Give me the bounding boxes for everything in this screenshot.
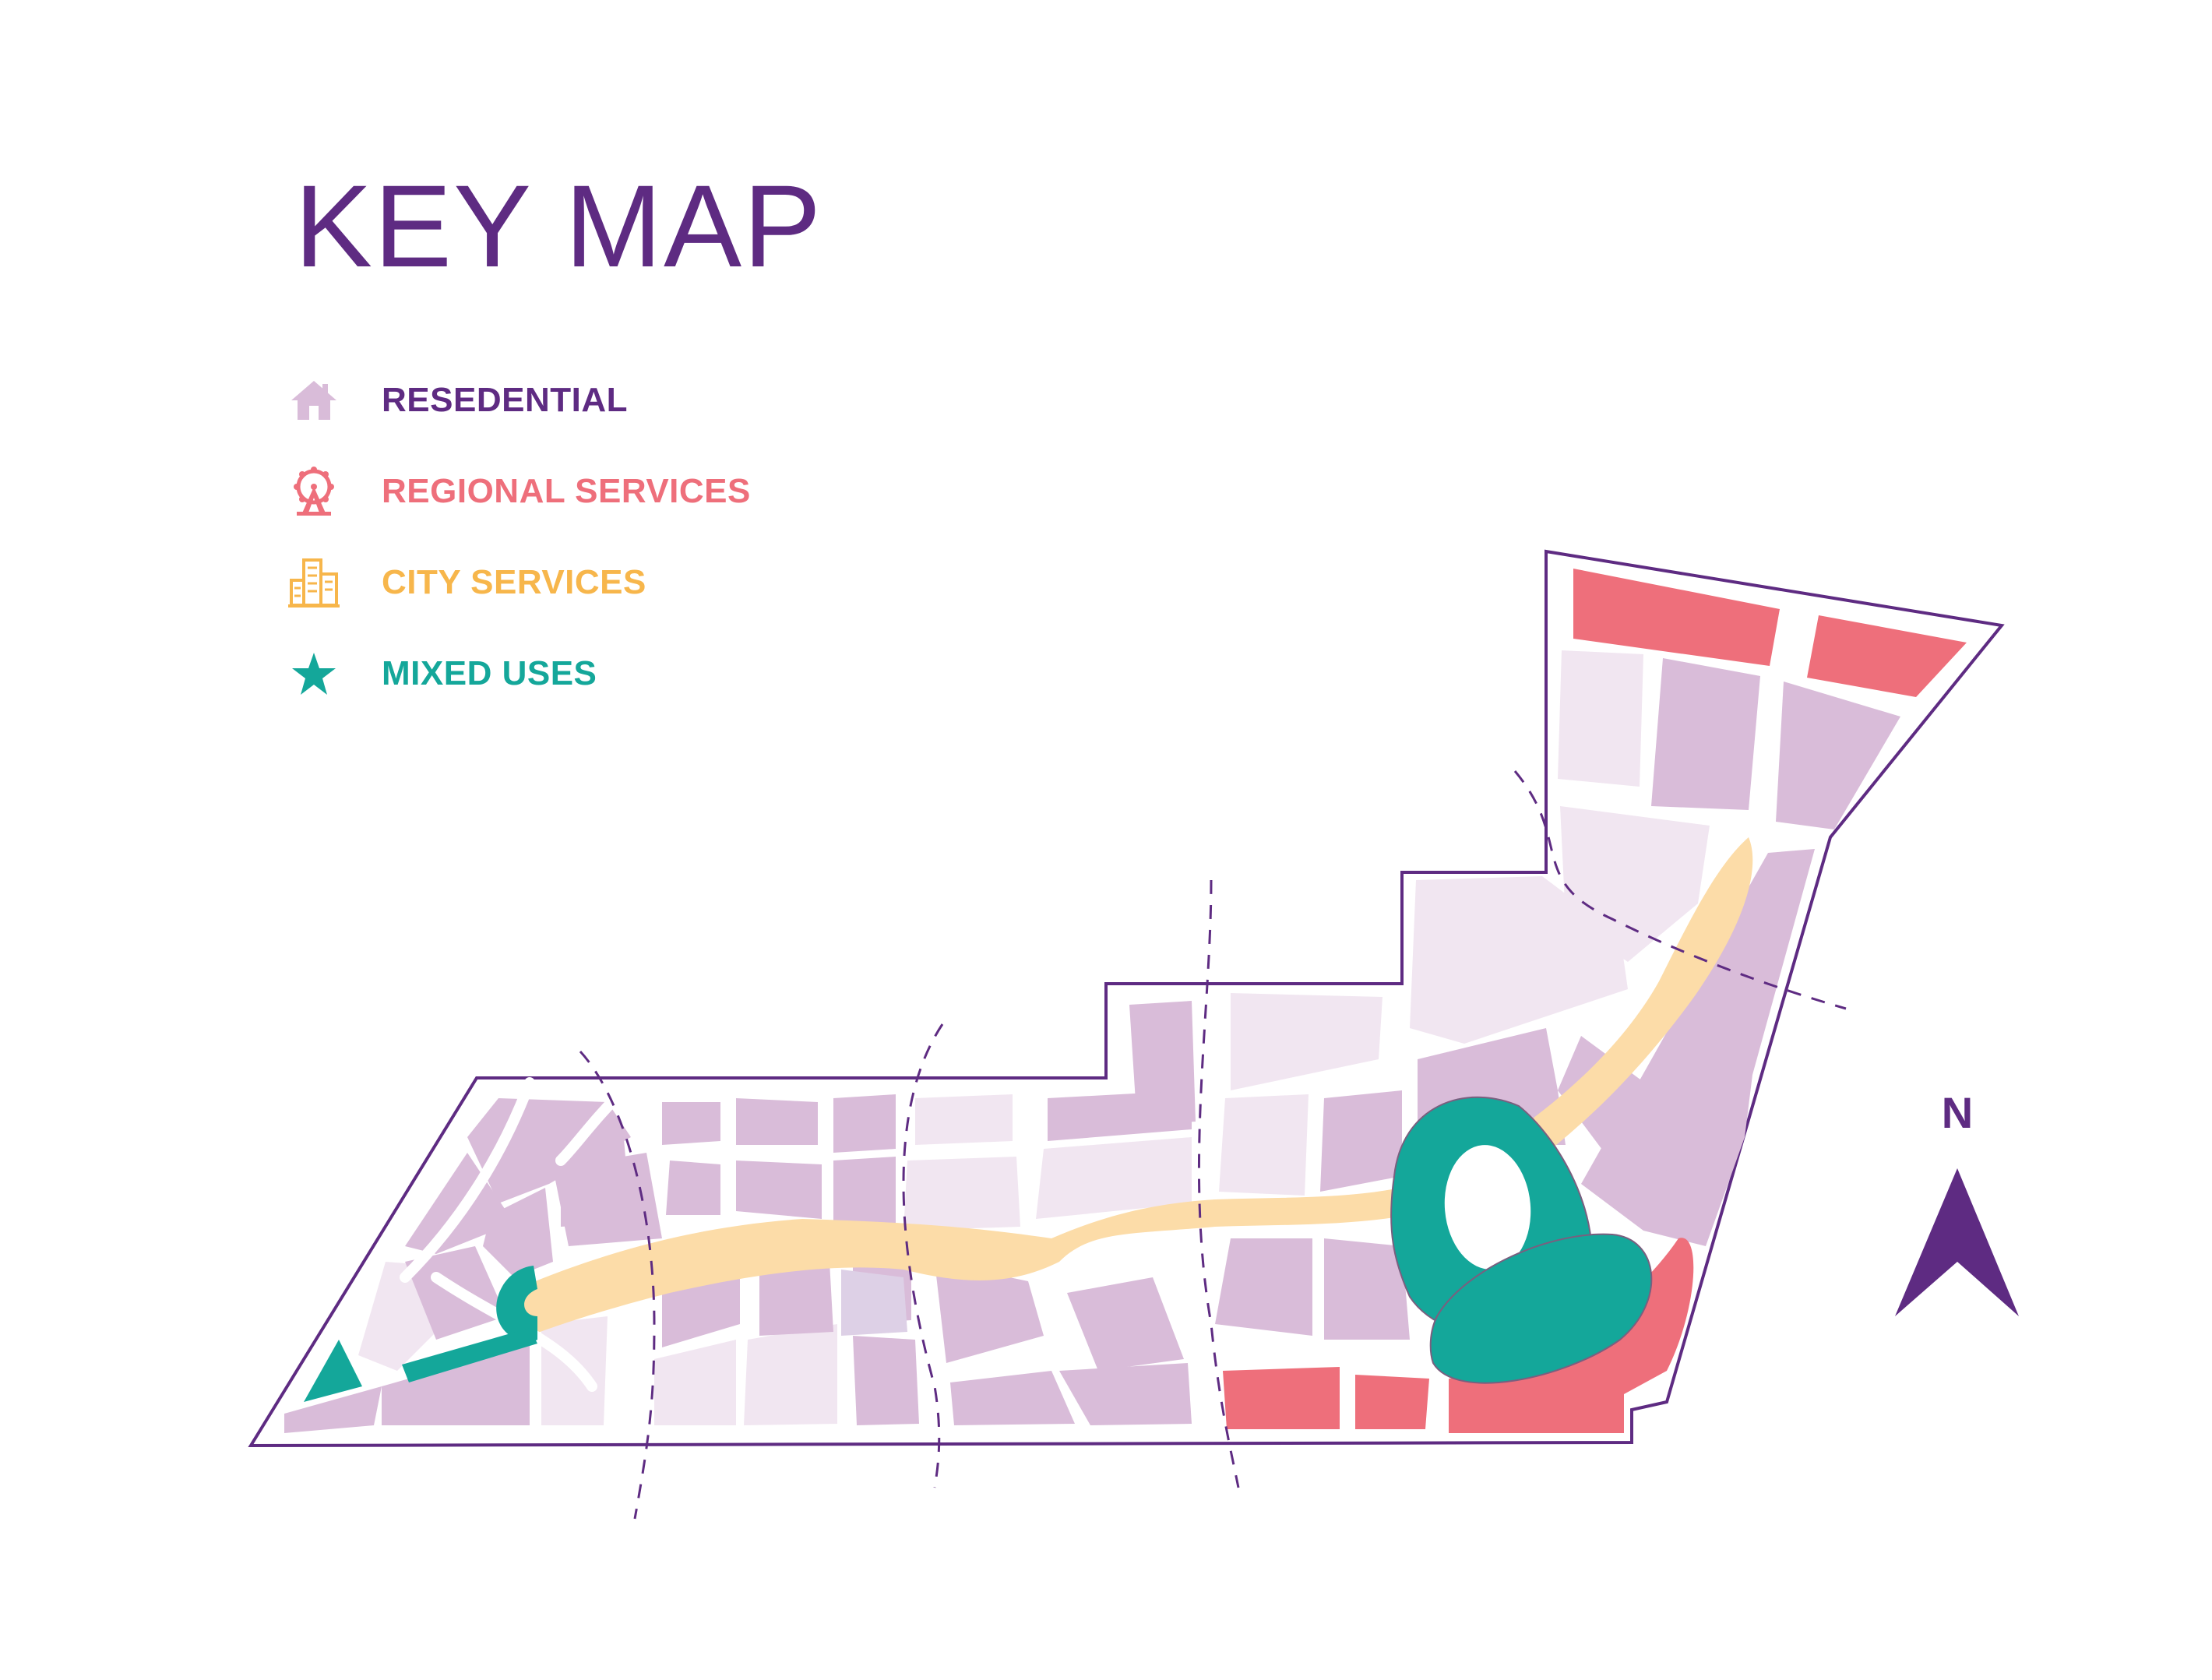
legend-label: MIXED USES xyxy=(382,653,597,692)
legend-item-regional-services: REGIONAL SERVICES xyxy=(288,446,751,537)
legend-label: CITY SERVICES xyxy=(382,562,646,601)
legend-item-mixed-uses: MIXED USES xyxy=(288,628,751,719)
mixed-uses-node-north-core xyxy=(1444,1145,1531,1270)
mixed-uses-node-south xyxy=(1429,1233,1653,1384)
residential-mid-parcels xyxy=(841,1270,907,1336)
legend-item-residential: RESEDENTIAL xyxy=(288,354,751,446)
north-arrow-icon xyxy=(1895,1168,2019,1316)
mixed-uses-node-west xyxy=(496,1266,537,1343)
mixed-uses-connector-west xyxy=(402,1328,537,1382)
house-icon xyxy=(288,375,340,426)
regional-services-parcels xyxy=(1223,569,1967,1433)
star-icon xyxy=(288,648,340,699)
ferris-wheel-icon xyxy=(288,466,340,517)
legend-label: RESEDENTIAL xyxy=(382,380,628,419)
key-map-title: KEY MAP xyxy=(294,160,823,291)
compass-label: N xyxy=(1942,1088,1973,1137)
mixed-uses-triangle-west xyxy=(304,1340,362,1402)
legend-label: REGIONAL SERVICES xyxy=(382,471,751,510)
building-icon xyxy=(288,557,340,608)
residential-light-parcels xyxy=(358,650,1710,1425)
city-services-corridor xyxy=(511,837,1753,1336)
radial-dashed-lines xyxy=(579,770,1847,1520)
legend: RESEDENTIAL REGIONAL SERVICES xyxy=(288,354,751,719)
legend-item-city-services: CITY SERVICES xyxy=(288,537,751,628)
